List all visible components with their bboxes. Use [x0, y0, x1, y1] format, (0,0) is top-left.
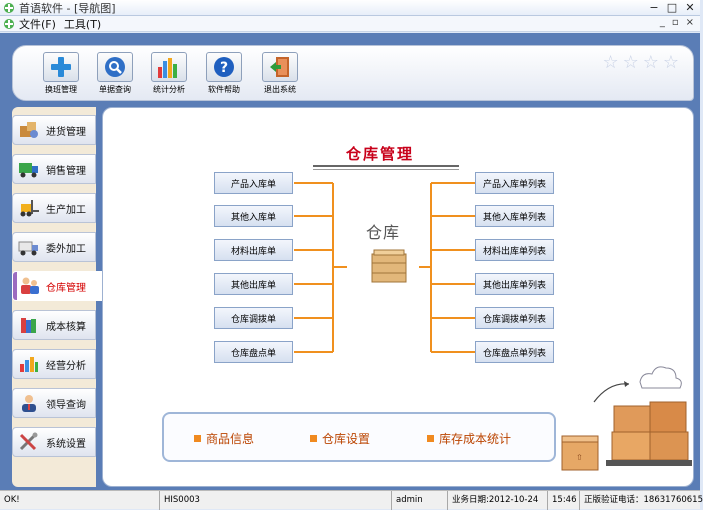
- statistics-analysis-button[interactable]: 统计分析: [149, 52, 189, 96]
- warehouse-settings-label: 仓库设置: [322, 432, 371, 446]
- manager-icon: [22, 395, 36, 412]
- app-menu-icon[interactable]: [3, 18, 15, 30]
- exit-system-label: 退出系统: [264, 85, 296, 94]
- books-icon: [21, 318, 36, 333]
- mdi-restore-button[interactable]: ▫: [671, 17, 679, 28]
- inventory-cost-stats-link[interactable]: 库存成本统计: [427, 430, 511, 447]
- sidebar-item-sales[interactable]: 销售管理: [12, 154, 96, 184]
- status-business-date: 业务日期:2012-10-24: [448, 491, 548, 510]
- shift-management-label: 换班管理: [45, 85, 77, 94]
- warehouse-transfer-button[interactable]: 仓库调拨单: [214, 307, 293, 329]
- sidebar-item-leader-query[interactable]: 领导查询: [12, 388, 96, 418]
- other-inbound-list-button[interactable]: 其他入库单列表: [475, 205, 554, 227]
- bar-chart-icon: [158, 58, 177, 78]
- sidebar-item-system-settings[interactable]: 系统设置: [12, 427, 96, 457]
- status-bar: OK! HIS0003 admin 业务日期:2012-10-24 15:46 …: [0, 490, 703, 510]
- delivery-truck-icon: [18, 241, 38, 256]
- decorative-stars: ☆☆☆☆: [602, 52, 683, 73]
- document-search-button[interactable]: 单据查询: [95, 52, 135, 96]
- active-indicator: [13, 272, 17, 300]
- analysis-icon: [20, 357, 38, 372]
- quick-links-box: 商品信息 仓库设置 库存成本统计: [162, 412, 556, 462]
- warehouse-transfer-list-button[interactable]: 仓库调拨单列表: [475, 307, 554, 329]
- sidebar-item-business-analysis[interactable]: 经营分析: [12, 349, 96, 379]
- status-support-phone: 正版验证电话：18631760615: [584, 495, 703, 505]
- connector-lines: [294, 182, 475, 353]
- svg-text:?: ?: [220, 60, 228, 76]
- search-icon: [105, 57, 125, 77]
- sidebar-item-costing[interactable]: 成本核算: [12, 310, 96, 340]
- warehouse-settings-link[interactable]: 仓库设置: [310, 430, 370, 447]
- other-inbound-button[interactable]: 其他入库单: [214, 205, 293, 227]
- maximize-button[interactable]: □: [666, 1, 678, 14]
- sidebar-item-label: 成本核算: [46, 321, 86, 333]
- content-panel: 仓库管理 产品入库单: [102, 107, 694, 487]
- svg-text:⇧: ⇧: [576, 453, 583, 462]
- material-outbound-list-button[interactable]: 材料出库单列表: [475, 239, 554, 261]
- exit-system-button[interactable]: 退出系统: [260, 52, 300, 96]
- help-icon: ?: [214, 57, 234, 77]
- menu-tools[interactable]: 工具(T): [63, 17, 102, 31]
- plus-icon: [51, 57, 71, 77]
- menu-bar: 文件(F) 工具(T) _ ▫ ×: [0, 16, 700, 32]
- boxes-illustration: ⇧: [561, 366, 692, 471]
- warehouse-center-label: 仓库: [366, 223, 401, 242]
- other-outbound-button[interactable]: 其他出库单: [214, 273, 293, 295]
- product-info-label: 商品信息: [206, 432, 255, 446]
- sidebar-item-label: 销售管理: [46, 165, 86, 177]
- statistics-analysis-label: 统计分析: [153, 85, 185, 94]
- title-underline-thin: [313, 169, 459, 170]
- software-help-label: 软件帮助: [208, 85, 240, 94]
- truck-icon: [19, 163, 38, 178]
- sidebar-item-label: 仓库管理: [46, 282, 86, 294]
- toolbar: 换班管理 单据查询 统计分析 ? 软件帮助 退出系统 ☆☆☆☆: [12, 45, 694, 101]
- app-icon: [4, 2, 14, 13]
- document-search-label: 单据查询: [99, 85, 131, 94]
- sidebar-item-label: 委外加工: [46, 243, 86, 255]
- inventory-cost-stats-label: 库存成本统计: [439, 432, 512, 446]
- software-help-button[interactable]: ? 软件帮助: [204, 52, 244, 96]
- title-underline: [313, 165, 459, 167]
- main-frame: 换班管理 单据查询 统计分析 ? 软件帮助 退出系统 ☆☆☆☆ 进货管理 销售管…: [0, 33, 700, 490]
- status-message: OK!: [0, 491, 160, 510]
- sidebar-item-label: 进货管理: [46, 126, 86, 138]
- product-inbound-list-button[interactable]: 产品入库单列表: [475, 172, 554, 194]
- sidebar-item-label: 系统设置: [46, 438, 86, 450]
- sidebar-item-warehouse[interactable]: 仓库管理: [12, 271, 102, 301]
- title-bar: 首语软件 - [导航图] − □ ✕: [0, 0, 700, 16]
- status-user: admin: [392, 491, 448, 510]
- bullet-square-icon: [194, 435, 201, 442]
- crate-icon: [371, 249, 407, 283]
- product-inbound-button[interactable]: 产品入库单: [214, 172, 293, 194]
- shift-management-button[interactable]: 换班管理: [41, 52, 81, 96]
- warehouse-people-icon: [21, 277, 39, 294]
- tools-icon: [19, 432, 38, 451]
- sidebar-item-production[interactable]: 生产加工: [12, 193, 96, 223]
- status-machine-id: HIS0003: [160, 491, 392, 510]
- bullet-square-icon: [427, 435, 434, 442]
- page-title: 仓库管理: [346, 145, 415, 163]
- sidebar-item-outsourcing[interactable]: 委外加工: [12, 232, 96, 262]
- sidebar-item-label: 领导查询: [46, 399, 86, 411]
- window-title: 首语软件 - [导航图]: [19, 1, 116, 15]
- other-outbound-list-button[interactable]: 其他出库单列表: [475, 273, 554, 295]
- warehouse-stocktake-button[interactable]: 仓库盘点单: [214, 341, 293, 363]
- close-button[interactable]: ✕: [685, 1, 695, 14]
- material-outbound-button[interactable]: 材料出库单: [214, 239, 293, 261]
- product-info-link[interactable]: 商品信息: [194, 430, 254, 447]
- status-time: 15:46: [548, 491, 580, 510]
- sidebar: 进货管理 销售管理 生产加工 委外加工 仓库管理 成本核算 经营分析: [12, 107, 102, 487]
- warehouse-stocktake-list-button[interactable]: 仓库盘点单列表: [475, 341, 554, 363]
- bullet-square-icon: [310, 435, 317, 442]
- mdi-close-button[interactable]: ×: [685, 17, 694, 28]
- sidebar-item-label: 经营分析: [46, 360, 86, 372]
- minimize-button[interactable]: −: [649, 1, 659, 14]
- sidebar-item-purchase[interactable]: 进货管理: [12, 115, 96, 145]
- menu-file[interactable]: 文件(F): [19, 17, 56, 31]
- forklift-icon: [20, 200, 39, 217]
- exit-icon: [270, 57, 289, 77]
- receiving-icon: [20, 122, 38, 138]
- mdi-minimize-button[interactable]: _: [659, 17, 665, 28]
- sidebar-item-label: 生产加工: [46, 204, 86, 216]
